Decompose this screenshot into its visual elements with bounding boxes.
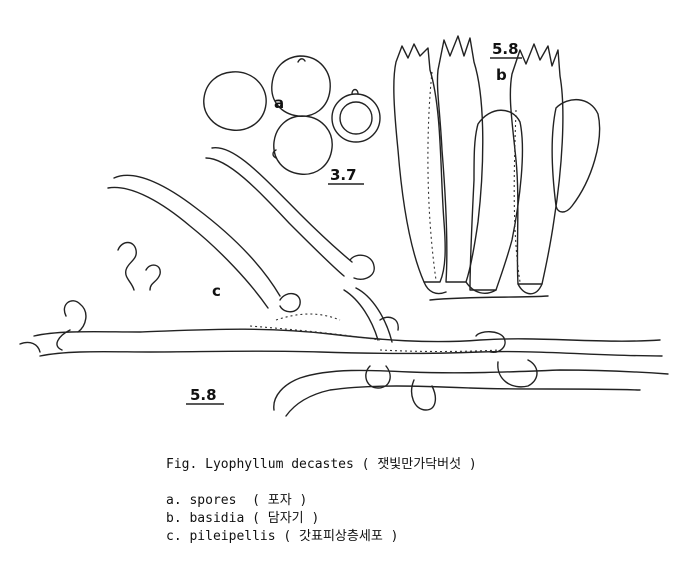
caption-title: Fig. Lyophyllum decastes ( 잿빛만가닥버섯 ) bbox=[166, 457, 477, 472]
spore-3-apiculus bbox=[272, 149, 277, 159]
caption-item-pileipellis: c. pileipellis ( 갓표피상층세포 ) bbox=[166, 529, 399, 544]
hypha-clamp bbox=[279, 254, 375, 313]
pileipellis-drawing bbox=[19, 147, 669, 417]
mycology-illustration: a 3.7 b 5.8 c 5.8 bbox=[19, 35, 669, 417]
spore-4-wall-outer bbox=[331, 93, 381, 143]
hypha-lower-bulbs bbox=[365, 331, 538, 411]
hypha-long-1 bbox=[107, 174, 281, 309]
basidium-2 bbox=[436, 35, 484, 283]
basidia-inner-outline-1 bbox=[427, 71, 437, 281]
label-basidia: b bbox=[496, 66, 507, 84]
hypha-branched bbox=[33, 328, 661, 343]
label-pileipellis: c bbox=[212, 282, 221, 300]
caption-item-spores: a. spores ( 포자 ) bbox=[166, 493, 308, 508]
hypha-knobs bbox=[19, 241, 161, 353]
figure-caption: Fig. Lyophyllum decastes ( 잿빛만가닥버섯 ) a. … bbox=[166, 456, 686, 546]
basidiole-2 bbox=[551, 99, 601, 213]
basidia-drawing bbox=[393, 35, 601, 301]
caption-item-basidia: b. basidia ( 담자기 ) bbox=[166, 511, 320, 526]
basidia-base bbox=[423, 281, 549, 301]
spore-2-apiculus bbox=[297, 58, 306, 63]
spore-4-wall-inner bbox=[339, 101, 373, 135]
spores-drawing bbox=[203, 55, 381, 175]
hypha-lower-1 bbox=[39, 350, 663, 357]
label-spores: a bbox=[274, 94, 284, 112]
hypha-septa-dotted bbox=[249, 313, 501, 353]
basidia-inner-outline-2 bbox=[513, 109, 521, 283]
hypha-lower-2 bbox=[273, 369, 669, 417]
hypha-rising bbox=[343, 287, 399, 343]
spore-3 bbox=[273, 115, 333, 175]
basidium-1 bbox=[393, 43, 446, 283]
basidium-3 bbox=[509, 43, 564, 285]
basidiole-1 bbox=[469, 109, 524, 291]
spore-4-apiculus bbox=[351, 88, 359, 95]
spore-1 bbox=[203, 71, 267, 131]
scale-label-spores: 3.7 bbox=[330, 166, 357, 184]
scale-label-basidia: 5.8 bbox=[492, 40, 519, 58]
scale-label-pileipellis: 5.8 bbox=[190, 386, 217, 404]
hypha-long-2 bbox=[205, 147, 353, 277]
